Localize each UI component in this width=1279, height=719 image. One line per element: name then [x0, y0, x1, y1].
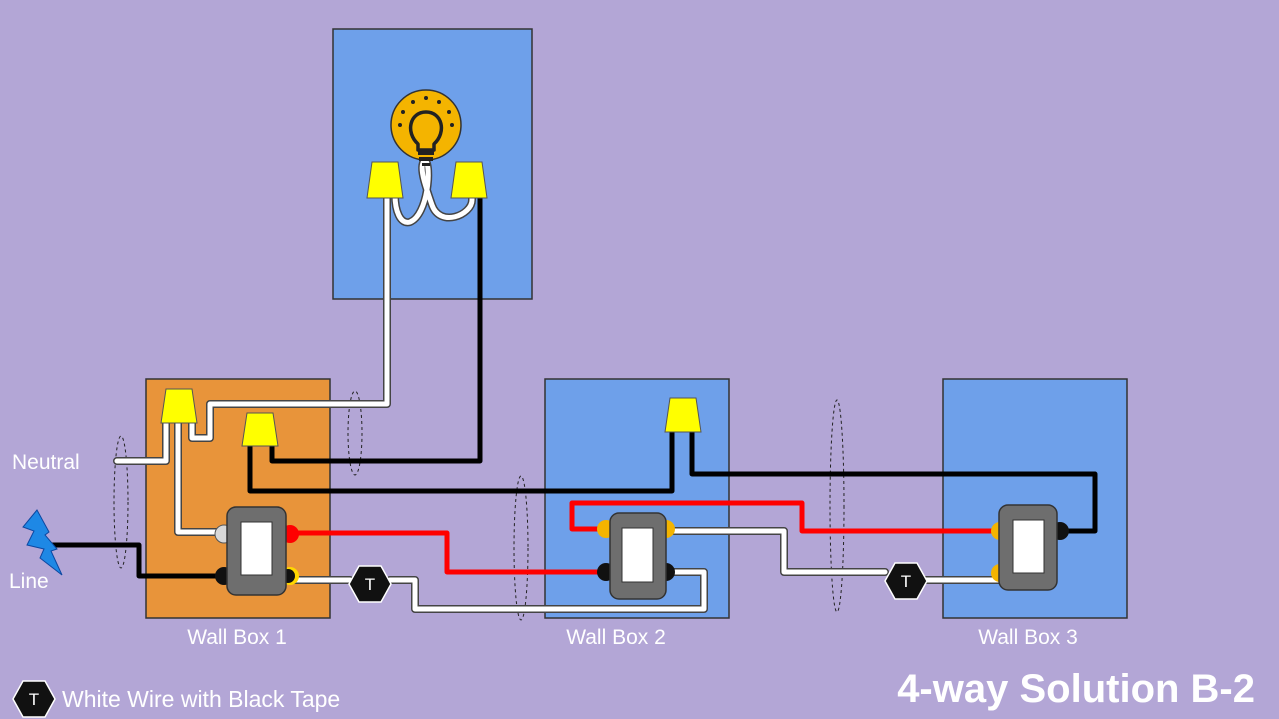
cable-sheath-marker — [829, 399, 845, 613]
tape-marker-label: T — [365, 575, 375, 594]
neutral-label: Neutral — [12, 451, 80, 474]
wire-nut-icon — [241, 412, 279, 447]
legend: T White Wire with Black Tape — [12, 680, 340, 718]
wire-nut-icon — [664, 397, 702, 433]
light-bulb-icon — [390, 89, 462, 166]
diagram-title: 4-way Solution B-2 — [897, 667, 1255, 711]
cable-sheath-marker — [347, 390, 363, 476]
lightning-bolt-icon — [22, 509, 63, 576]
line-label: Line — [9, 570, 49, 593]
legend-text: White Wire with Black Tape — [62, 686, 340, 712]
switch-icon — [214, 506, 299, 596]
light-fixture-box — [332, 28, 533, 300]
wire-nut-icon — [366, 161, 404, 199]
tape-marker-icon: T — [884, 562, 928, 600]
wire-nut-icon — [450, 161, 488, 199]
switch-icon — [991, 504, 1069, 591]
tape-marker-icon: T — [348, 565, 392, 603]
wall-box-1-label: Wall Box 1 — [187, 626, 287, 649]
cable-sheath-marker — [513, 475, 529, 621]
legend-symbol: T — [29, 690, 39, 709]
tape-marker-icon — [12, 680, 56, 718]
cable-sheath-marker — [113, 435, 129, 569]
tape-marker-label: T — [901, 572, 911, 591]
switch-icon — [597, 512, 675, 600]
wall-box-2-label: Wall Box 2 — [566, 626, 666, 649]
wire-nut-icon — [160, 388, 198, 424]
wall-box-3-label: Wall Box 3 — [978, 626, 1078, 649]
